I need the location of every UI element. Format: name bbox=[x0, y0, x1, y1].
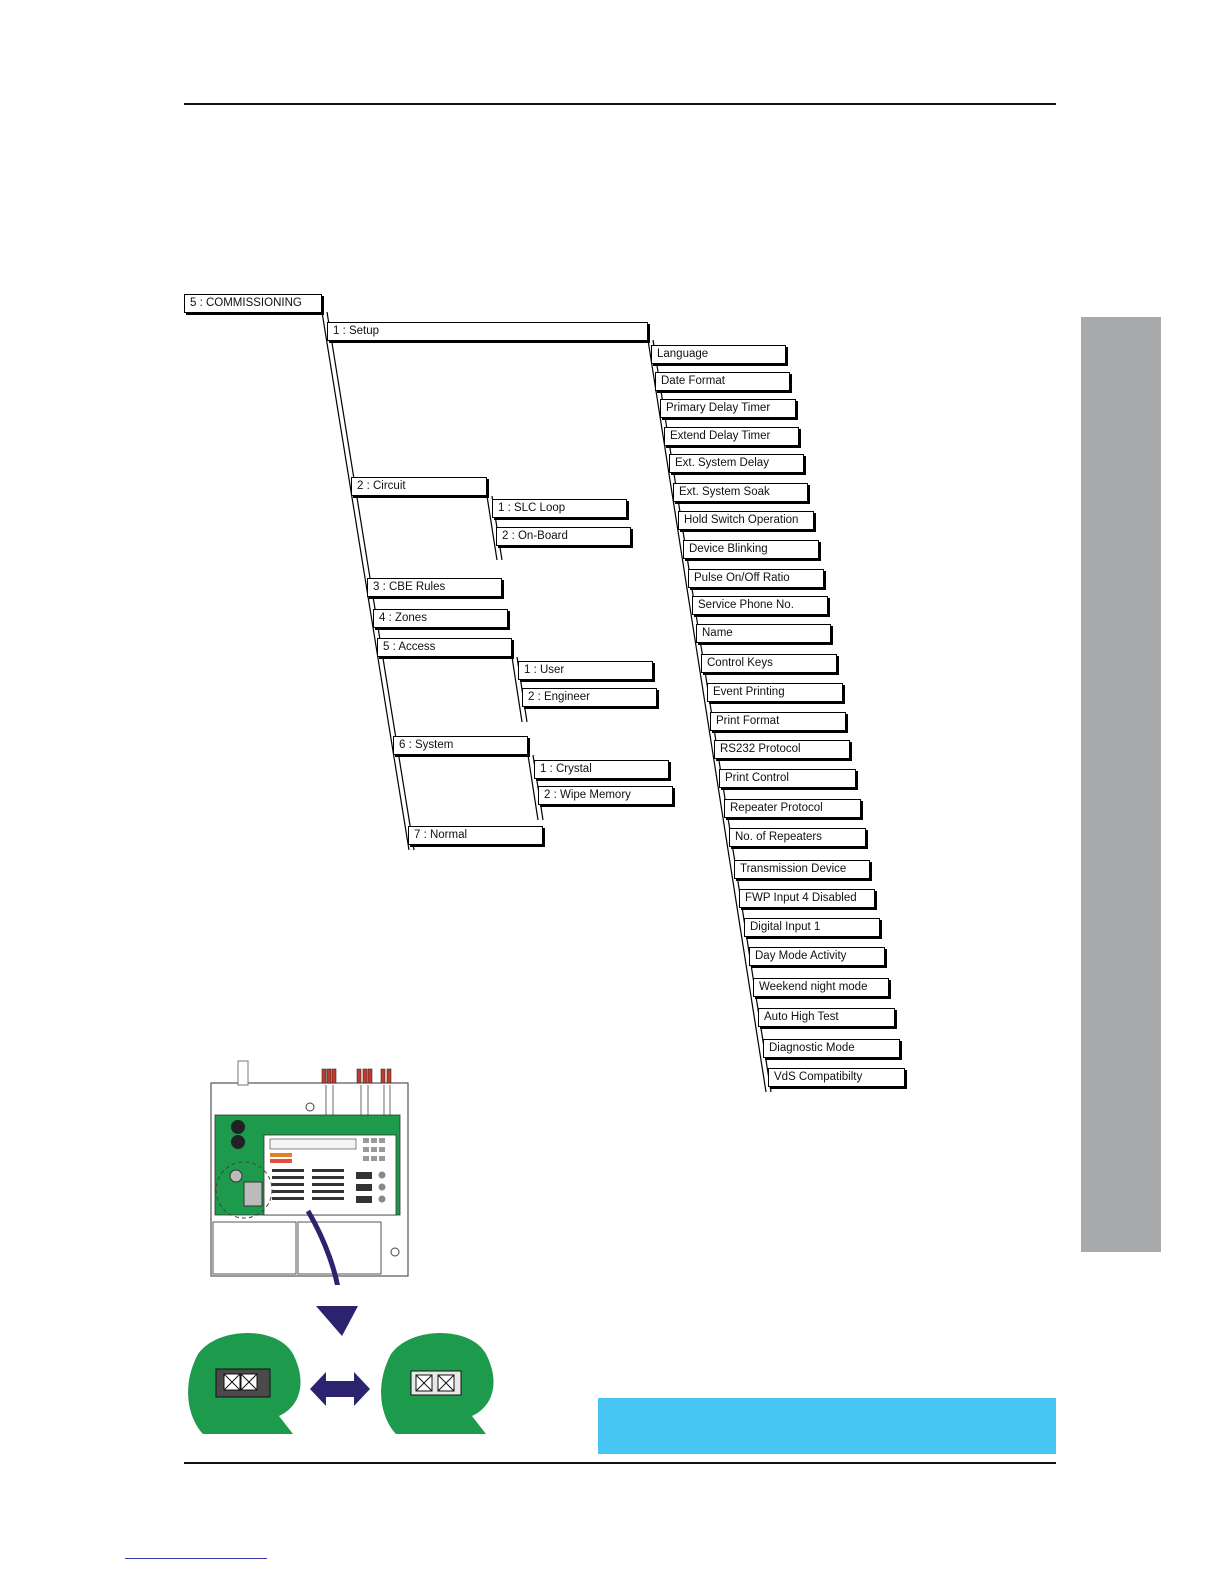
menu-normal: 7 : Normal bbox=[408, 826, 543, 845]
top-rule bbox=[184, 103, 1056, 105]
jumper-arrow-down bbox=[316, 1306, 358, 1336]
menu-circuit-on-board: 2 : On-Board bbox=[496, 527, 631, 546]
menu-access-engineer: 2 : Engineer bbox=[522, 688, 657, 707]
setup-item-day-mode-activity: Day Mode Activity bbox=[749, 947, 885, 966]
setup-item-auto-high-test: Auto High Test bbox=[758, 1008, 895, 1027]
menu-circuit-slc-loop: 1 : SLC Loop bbox=[492, 499, 627, 518]
bottom-rule bbox=[184, 1462, 1056, 1464]
section-side-tab bbox=[1081, 317, 1161, 1252]
setup-item-hold-switch-operation: Hold Switch Operation bbox=[678, 511, 814, 530]
setup-item-language: Language bbox=[651, 345, 786, 364]
setup-item-weekend-night-mode: Weekend night mode bbox=[753, 978, 889, 997]
setup-item-no-of-repeaters: No. of Repeaters bbox=[729, 828, 866, 847]
control-panel-illustration bbox=[210, 1060, 409, 1285]
menu-circuit: 2 : Circuit bbox=[351, 477, 487, 496]
footer-link-underline bbox=[125, 1558, 267, 1559]
menu-setup: 1 : Setup bbox=[327, 322, 648, 341]
setup-item-diagnostic-mode: Diagnostic Mode bbox=[763, 1039, 900, 1058]
double-arrow bbox=[310, 1372, 370, 1406]
setup-item-transmission-device: Transmission Device bbox=[734, 860, 870, 879]
menu-system: 6 : System bbox=[393, 736, 528, 755]
menu-access-user: 1 : User bbox=[518, 661, 653, 680]
setup-item-date-format: Date Format bbox=[655, 372, 790, 391]
menu-system-wipe-memory: 2 : Wipe Memory bbox=[538, 786, 673, 805]
setup-item-service-phone-no: Service Phone No. bbox=[692, 596, 828, 615]
jumper-position-right bbox=[381, 1333, 494, 1434]
menu-access: 5 : Access bbox=[377, 638, 512, 657]
setup-item-rs232-protocol: RS232 Protocol bbox=[714, 740, 850, 759]
setup-item-name: Name bbox=[696, 624, 831, 643]
setup-item-repeater-protocol: Repeater Protocol bbox=[724, 799, 861, 818]
setup-item-digital-input-1: Digital Input 1 bbox=[744, 918, 880, 937]
menu-cbe-rules: 3 : CBE Rules bbox=[367, 578, 502, 597]
setup-item-fwp-input-4-disabled: FWP Input 4 Disabled bbox=[739, 889, 875, 908]
menu-zones: 4 : Zones bbox=[373, 609, 508, 628]
setup-item-control-keys: Control Keys bbox=[701, 654, 837, 673]
setup-item-pulse-on-off-ratio: Pulse On/Off Ratio bbox=[688, 569, 824, 588]
setup-item-ext-system-soak: Ext. System Soak bbox=[673, 483, 808, 502]
setup-item-vds-compatibility: VdS Compatibilty bbox=[768, 1068, 905, 1087]
setup-item-ext-system-delay: Ext. System Delay bbox=[669, 454, 804, 473]
setup-item-primary-delay-timer: Primary Delay Timer bbox=[660, 399, 796, 418]
menu-root-commissioning: 5 : COMMISSIONING bbox=[184, 294, 322, 313]
setup-item-print-format: Print Format bbox=[710, 712, 846, 731]
setup-item-extend-delay-timer: Extend Delay Timer bbox=[664, 427, 799, 446]
jumper-position-left bbox=[188, 1333, 301, 1434]
menu-system-crystal: 1 : Crystal bbox=[534, 760, 669, 779]
info-box bbox=[598, 1398, 1056, 1454]
setup-item-print-control: Print Control bbox=[719, 769, 856, 788]
setup-item-device-blinking: Device Blinking bbox=[683, 540, 819, 559]
setup-item-event-printing: Event Printing bbox=[707, 683, 843, 702]
